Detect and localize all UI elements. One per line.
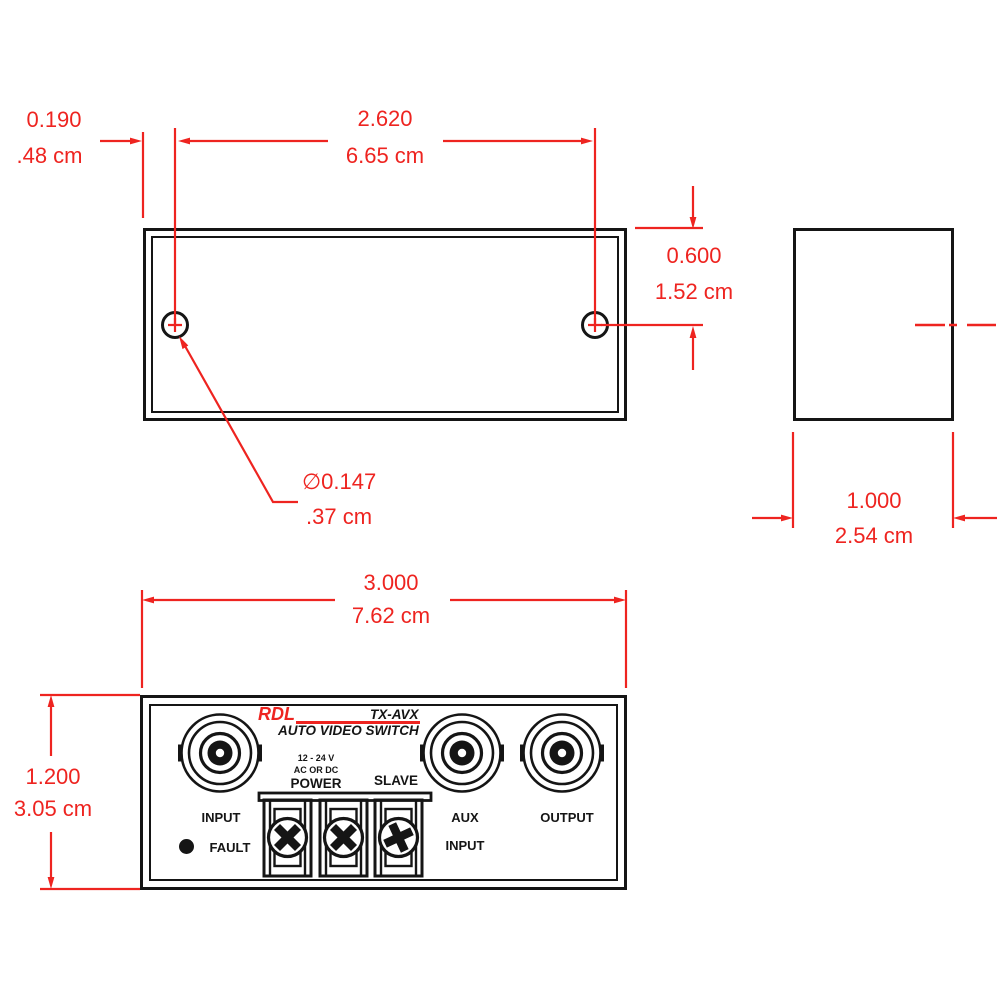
aux-label-line2: INPUT (445, 838, 485, 853)
dim-hole-spacing-in: 2.620 (357, 106, 413, 131)
fault-label: FAULT (209, 840, 251, 855)
dim-top-to-hole-in: 0.600 (666, 243, 722, 268)
mounting-hole-right (581, 311, 609, 339)
fault-led-icon (179, 839, 194, 854)
dim-top-to-hole-cm: 1.52 cm (654, 279, 734, 304)
input-label: INPUT (201, 810, 241, 825)
dim-edge-to-hole-cm: .48 cm (16, 143, 83, 168)
power-rating-line1: 12 - 24 V (297, 753, 335, 763)
product-name-label: AUTO VIDEO SWITCH (278, 723, 419, 738)
bnc-connector-aux-icon (420, 713, 504, 793)
bnc-connector-output-icon (520, 713, 604, 793)
dim-width-cm: 7.62 cm (351, 603, 431, 628)
model-label: TX-AVX (370, 707, 419, 722)
side-view-outline (793, 228, 954, 421)
dim-depth-in: 1.000 (846, 488, 902, 513)
dim-hole-diameter-cm: .37 cm (306, 504, 373, 529)
logo-underline (296, 721, 420, 724)
dim-width-in: 3.000 (363, 570, 419, 595)
aux-label-line1: AUX (451, 810, 479, 825)
dim-height-cm: 3.05 cm (13, 796, 93, 821)
top-view-inner-outline (151, 236, 619, 413)
brand-logo: RDL (258, 704, 295, 724)
slave-label: SLAVE (373, 773, 418, 788)
front-view-inner-outline (149, 704, 618, 881)
output-label: OUTPUT (540, 810, 594, 825)
power-label: POWER (290, 776, 342, 791)
front-view-outline (140, 695, 627, 890)
power-terminal-block-icon (257, 791, 433, 878)
power-rating-line2: AC OR DC (293, 765, 339, 775)
dim-hole-spacing-cm: 6.65 cm (345, 143, 425, 168)
dim-depth-cm: 2.54 cm (834, 523, 914, 548)
mounting-hole-left (161, 311, 189, 339)
dim-height-in: 1.200 (25, 764, 81, 789)
dim-edge-to-hole-in: 0.190 (26, 107, 82, 132)
bnc-connector-input-icon (178, 713, 262, 793)
dim-hole-diameter-in: ∅0.147 (302, 469, 377, 494)
